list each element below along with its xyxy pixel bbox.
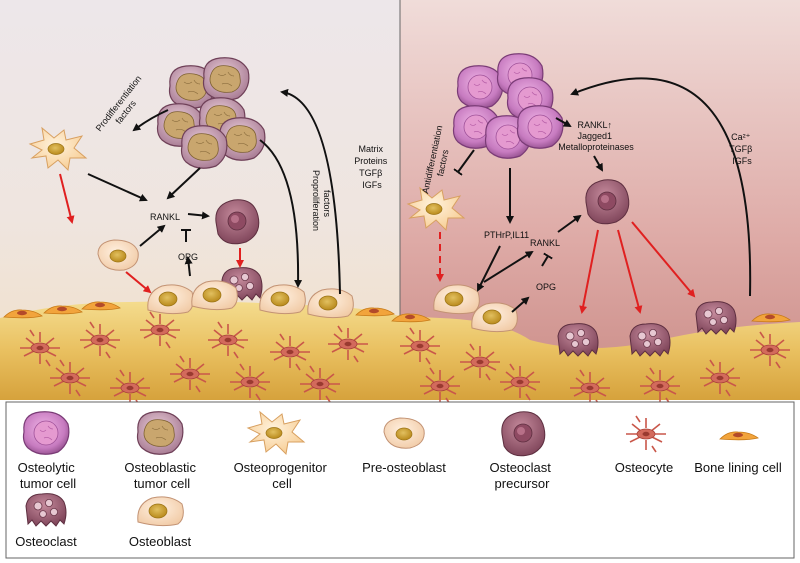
svg-text:Osteoclast precursor: Osteoclast precursor — [489, 460, 554, 491]
opg-label-left: OPG — [178, 252, 198, 262]
right-arrows — [436, 77, 752, 314]
svg-text:Bone lining cell: Bone lining cell — [694, 460, 782, 475]
legend-pre-osteoblast: Pre-osteoblast — [362, 417, 446, 475]
legend-osteoclast: Osteoclast — [15, 493, 77, 549]
svg-text:Osteoblast: Osteoblast — [129, 534, 192, 549]
legend-osteoblastic-tumor-cell: Osteoblastic tumor cell — [124, 411, 199, 491]
legend-osteoprogenitor-cell: Osteoprogenitor cell — [234, 411, 331, 491]
osteoclast-precursor-right — [585, 179, 630, 225]
legend-osteocyte: Osteocyte — [615, 415, 674, 475]
proproliferation-label: Proproliferation factors — [311, 170, 332, 234]
pre-osteoblast-icon — [383, 417, 425, 449]
osteoclast-precursor-left — [215, 199, 260, 245]
legend-osteolytic-tumor-cell: Osteolytic tumor cell — [18, 411, 79, 491]
osteoclast-precursor-icon — [501, 411, 546, 457]
left-arrows — [59, 88, 341, 295]
legend-bone-lining-cell: Bone lining cell — [694, 431, 782, 475]
svg-text:Osteolytic tumor cell: Osteolytic tumor cell — [18, 460, 79, 491]
rankl-label-left: RANKL — [150, 212, 180, 222]
matrix-factors-label: Matrix Proteins TGFβ IGFs — [354, 144, 390, 190]
svg-text:Pre-osteoblast: Pre-osteoblast — [362, 460, 446, 475]
svg-text:Osteoprogenitor cell: Osteoprogenitor cell — [234, 460, 331, 491]
svg-text:Osteocyte: Osteocyte — [615, 460, 674, 475]
svg-text:Osteoclast: Osteoclast — [15, 534, 77, 549]
bone-matrix — [0, 301, 800, 400]
osteoblastic-tumor-icon — [136, 411, 184, 455]
legend-osteoclast-precursor: Osteoclast precursor — [489, 411, 554, 491]
osteolytic-tumor-icon — [22, 411, 70, 455]
rankl-label-right: RANKL — [530, 238, 560, 248]
svg-text:Osteoblastic tumor cell: Osteoblastic tumor cell — [124, 460, 199, 491]
bone-factors-label: Ca²⁺ TGFβ IGFs — [729, 132, 755, 166]
legend-osteoblast: Osteoblast — [129, 496, 192, 549]
pre-osteoblast-left — [97, 239, 139, 271]
osteolytic-factors-label: RANKL↑ Jagged1 Metalloproteinases — [558, 120, 634, 152]
opg-label-right: OPG — [536, 282, 556, 292]
pthrp-label: PTHrP,IL11 — [484, 230, 529, 240]
